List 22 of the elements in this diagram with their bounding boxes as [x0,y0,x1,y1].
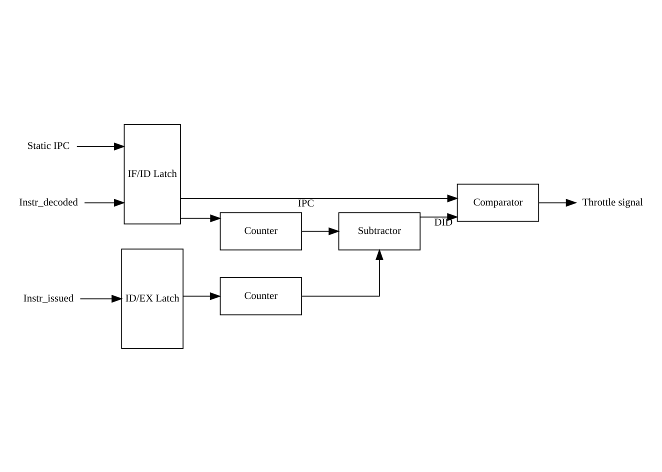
arrow [180,194,459,202]
node-text: Instr_issued [23,292,74,304]
edge-label: IPC [298,198,314,210]
arrow [80,294,123,302]
node-box: Subtractor [338,212,421,250]
node-text: Static IPC [27,140,70,152]
arrow [420,212,458,220]
arrow [84,198,126,206]
node-text: Instr_decoded [19,196,78,208]
edge-label: DID [434,216,453,228]
node-text: Throttle signal [582,196,644,208]
node-box: Comparator [456,183,540,222]
node-box: Counter [220,276,302,315]
node-box: Counter [220,212,302,250]
node-box: ID/EX Latch [121,248,184,348]
arrow [182,292,222,300]
arrow [538,198,578,206]
arrow [301,248,384,296]
arrow [76,142,126,150]
arrow [180,214,222,222]
node-box: IF/ID Latch [124,124,181,224]
arrow [301,226,340,235]
